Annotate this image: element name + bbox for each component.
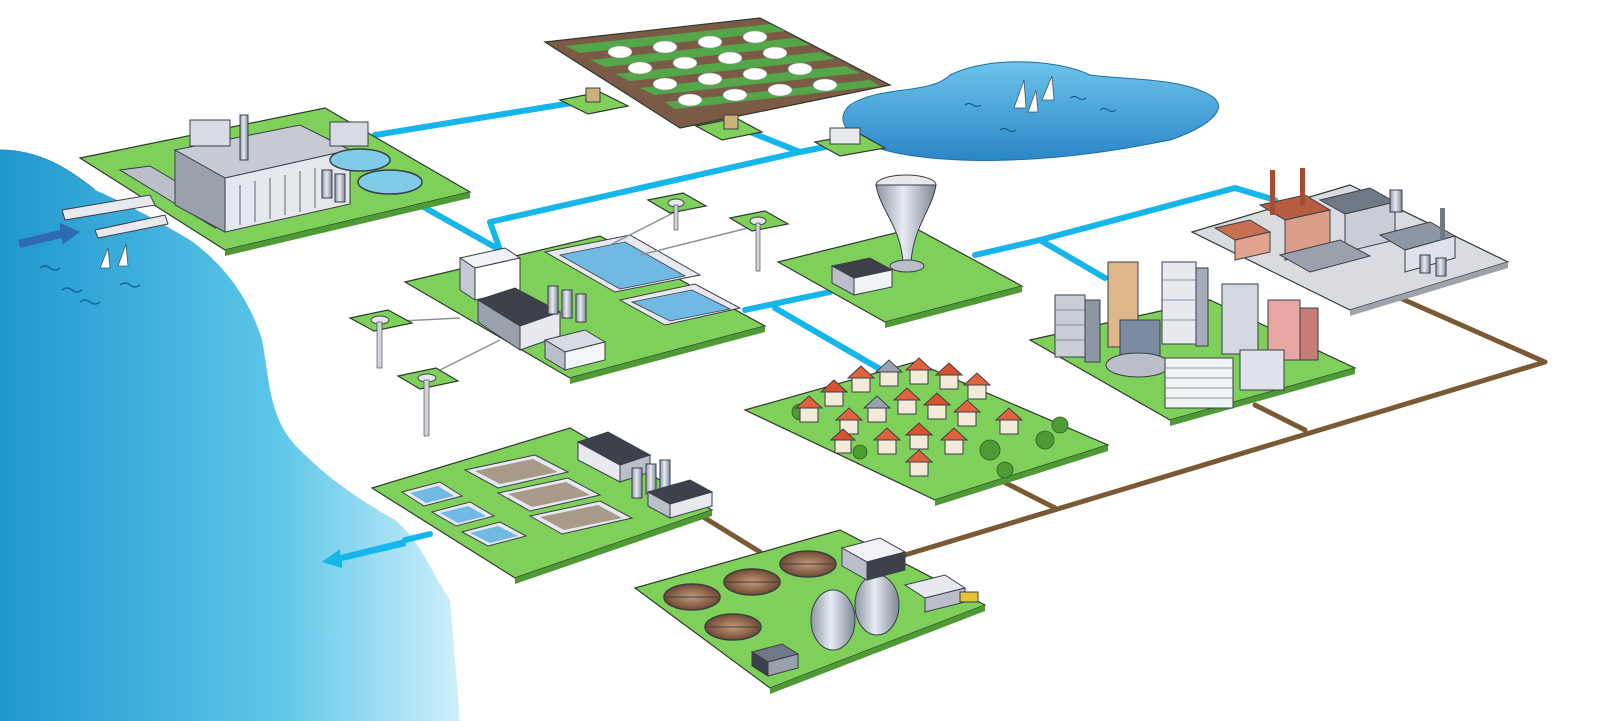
basin-icon — [400, 454, 634, 547]
sailboat-icon — [99, 243, 129, 269]
desalination-plant — [61, 107, 472, 256]
well-icon — [348, 309, 414, 369]
sailboat-icon — [1013, 75, 1055, 113]
pipe-tower-to-city — [1037, 237, 1108, 281]
groundwater-wells — [348, 192, 790, 437]
pipe-industry-to-wwtp — [902, 295, 1548, 558]
sprinkler-icon — [607, 30, 838, 107]
skyscraper-icon — [1054, 261, 1319, 409]
well-icon — [396, 367, 460, 437]
water-treatment-plant — [403, 234, 767, 384]
pipe-village-to-main — [997, 477, 1058, 511]
house-icon — [794, 357, 1024, 477]
clean-water-pipes — [372, 97, 1278, 543]
wastewater-pipes — [697, 295, 1548, 558]
pipe-effluent-to-sea — [402, 531, 433, 543]
pipe-to-village — [772, 305, 888, 375]
well-icon — [728, 210, 790, 272]
well-icon — [646, 192, 708, 231]
pipe-city-to-main — [1252, 402, 1308, 433]
pipe-wwtp-to-effluent — [697, 512, 763, 555]
digester-icon — [810, 574, 900, 651]
seawater-intake-arrow — [18, 223, 80, 248]
city-center — [1028, 261, 1357, 426]
residential-village — [743, 357, 1110, 506]
pipe-lake-to-treatment — [487, 149, 803, 253]
water-tower-icon — [875, 174, 937, 273]
irrigation-field — [543, 17, 892, 141]
sea — [0, 149, 460, 721]
wave-icon — [39, 265, 141, 305]
effluent-treatment — [370, 427, 714, 584]
industrial-zone — [1190, 168, 1510, 316]
pipe-desalination-to-field — [372, 97, 593, 138]
clarifier-icon — [663, 550, 837, 641]
factory-icon — [1213, 168, 1457, 277]
sea-outlet-arrow — [322, 539, 406, 568]
pipe-desalination-to-treatment — [417, 202, 503, 253]
lake — [813, 61, 1219, 161]
pipe-treatment-to-tower — [742, 289, 833, 313]
water-tower — [776, 174, 1024, 328]
wastewater-treatment-plant — [633, 529, 987, 694]
pipe-tower-to-industry — [972, 185, 1278, 258]
